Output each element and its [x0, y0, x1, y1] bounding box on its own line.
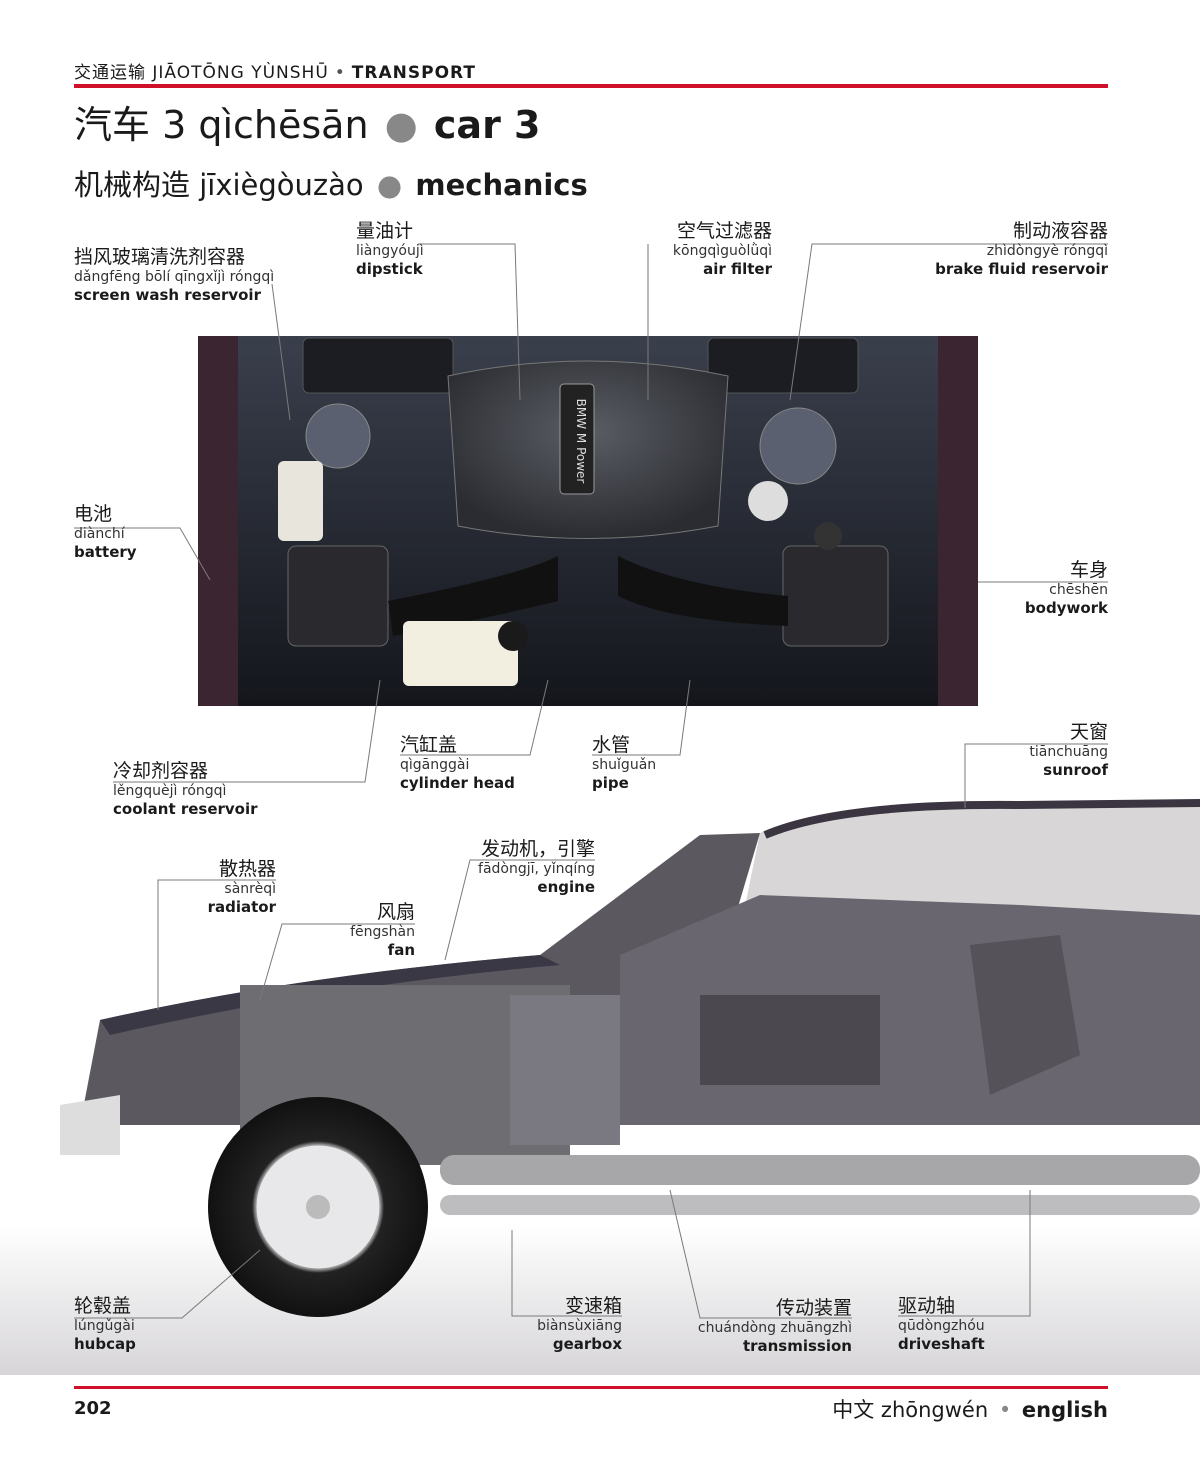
label-gearbox: 变速箱 biànsùxiāng gearbox — [537, 1295, 622, 1353]
label-pinyin: dǎngfēng bōlí qīngxǐjì róngqì — [74, 268, 275, 285]
footer-language: 中文 zhōngwén • english — [832, 1394, 1108, 1424]
label-zh: 传动装置 — [775, 1297, 852, 1319]
label-driveshaft: 驱动轴 qūdòngzhóu driveshaft — [898, 1295, 985, 1353]
label-pinyin: qūdòngzhóu — [898, 1317, 985, 1334]
label-zh: 散热器 — [218, 858, 276, 880]
header-rule — [74, 84, 1108, 88]
footer-rule — [74, 1386, 1108, 1389]
label-cylinder-head: 汽缸盖 qìgānggài cylinder head — [400, 734, 515, 792]
label-zh: 挡风玻璃清洗剂容器 — [74, 246, 246, 268]
subtitle-english: mechanics — [415, 168, 588, 202]
label-en: transmission — [742, 1336, 852, 1355]
subtitle-chinese: 机械构造 jīxiègòuzào — [74, 168, 364, 202]
footer-english: english — [1021, 1398, 1108, 1422]
label-zh: 冷却剂容器 — [113, 760, 209, 782]
label-en: engine — [537, 877, 595, 896]
label-en: driveshaft — [898, 1334, 985, 1353]
label-en: hubcap — [74, 1334, 136, 1353]
label-en: air filter — [703, 259, 772, 278]
label-zh: 汽缸盖 — [400, 734, 458, 756]
label-pinyin: shuǐguǎn — [592, 756, 657, 773]
label-pinyin: biànsùxiāng — [537, 1317, 622, 1334]
section-header: 交通运输 JIĀOTŌNG YÙNSHŪ•TRANSPORT — [74, 58, 476, 83]
label-zh: 车身 — [1069, 559, 1108, 581]
label-en: cylinder head — [400, 773, 515, 792]
label-screen-wash-reservoir: 挡风玻璃清洗剂容器 dǎngfēng bōlí qīngxǐjì róngqì … — [74, 246, 274, 304]
car-cutaway-svg — [0, 799, 1200, 1375]
label-engine: 发动机，引擎 fādòngjī, yǐnqíng engine — [478, 838, 595, 896]
section-english: TRANSPORT — [351, 63, 476, 83]
label-transmission: 传动装置 chuándòng zhuāngzhì transmission — [698, 1297, 852, 1355]
page-subtitle: 机械构造 jīxiègòuzào ● mechanics — [74, 162, 588, 204]
engine-bay-photo: BMW M Power — [198, 336, 978, 706]
label-zh: 水管 — [592, 734, 631, 756]
label-en: screen wash reservoir — [74, 285, 261, 304]
label-zh: 驱动轴 — [898, 1295, 956, 1317]
title-english: car 3 — [433, 103, 541, 147]
label-pinyin: fēngshàn — [350, 923, 415, 940]
label-zh: 量油计 — [356, 220, 414, 242]
section-separator: • — [334, 63, 346, 83]
label-zh: 变速箱 — [564, 1295, 622, 1317]
label-pinyin: chuándòng zhuāngzhì — [697, 1319, 852, 1336]
label-pinyin: lúngǔgài — [74, 1317, 135, 1334]
label-fan: 风扇 fēngshàn fan — [350, 901, 415, 959]
label-en: sunroof — [1043, 760, 1108, 779]
label-zh: 风扇 — [376, 901, 415, 923]
label-pinyin: tiānchuāng — [1029, 743, 1108, 760]
label-zh: 发动机，引擎 — [480, 838, 595, 860]
label-en: battery — [74, 542, 137, 561]
label-coolant-reservoir: 冷却剂容器 lěngquèjì róngqì coolant reservoir — [113, 760, 258, 818]
label-dipstick: 量油计 liàngyóujì dipstick — [356, 220, 424, 278]
section-pinyin: JIĀOTŌNG YÙNSHŪ — [152, 63, 329, 83]
footer-chinese: 中文 zhōngwén — [832, 1398, 989, 1422]
section-chinese: 交通运输 — [74, 63, 146, 83]
label-hubcap: 轮毂盖 lúngǔgài hubcap — [74, 1295, 136, 1353]
label-en: fan — [387, 940, 415, 959]
page-number: 202 — [74, 1398, 112, 1419]
label-pinyin: kōngqìguòlǜqì — [672, 242, 772, 259]
label-en: pipe — [592, 773, 629, 792]
engine-badge-text: BMW M Power — [574, 399, 588, 484]
label-zh: 制动液容器 — [1012, 220, 1108, 242]
label-en: bodywork — [1024, 598, 1108, 617]
label-zh: 空气过滤器 — [676, 220, 772, 242]
label-bodywork: 车身 chēshēn bodywork — [1025, 559, 1108, 617]
label-pinyin: zhìdòngyè róngqì — [986, 242, 1108, 259]
label-en: brake fluid reservoir — [935, 259, 1108, 278]
car-cutaway-illustration — [0, 795, 1200, 1375]
page-title: 汽车 3 qìchēsān ● car 3 — [74, 94, 540, 149]
label-pinyin: liàngyóujì — [356, 242, 424, 259]
subtitle-dot: ● — [376, 168, 403, 202]
label-en: dipstick — [356, 259, 423, 278]
label-pinyin: chēshēn — [1049, 581, 1108, 598]
label-brake-fluid-reservoir: 制动液容器 zhìdòngyè róngqì brake fluid reser… — [935, 220, 1108, 278]
label-pinyin: sànrèqì — [224, 880, 276, 897]
label-zh: 轮毂盖 — [74, 1295, 132, 1317]
footer-separator: • — [998, 1398, 1012, 1422]
label-sunroof: 天窗 tiānchuāng sunroof — [1029, 721, 1108, 779]
label-pinyin: qìgānggài — [400, 756, 470, 773]
label-en: gearbox — [552, 1334, 622, 1353]
label-pinyin: lěngquèjì róngqì — [113, 782, 227, 799]
label-radiator: 散热器 sànrèqì radiator — [208, 858, 276, 916]
label-battery: 电池 diànchí battery — [74, 503, 137, 561]
label-air-filter: 空气过滤器 kōngqìguòlǜqì air filter — [673, 220, 772, 278]
label-zh: 电池 — [74, 503, 113, 525]
label-zh: 天窗 — [1069, 721, 1108, 743]
label-en: radiator — [207, 897, 276, 916]
label-pipe: 水管 shuǐguǎn pipe — [592, 734, 656, 792]
engine-bay-illustration: BMW M Power — [198, 336, 978, 706]
label-pinyin: fādòngjī, yǐnqíng — [478, 860, 595, 877]
label-en: coolant reservoir — [113, 799, 258, 818]
title-chinese: 汽车 3 qìchēsān — [74, 103, 369, 147]
title-dot: ● — [384, 103, 418, 147]
label-pinyin: diànchí — [74, 525, 125, 542]
